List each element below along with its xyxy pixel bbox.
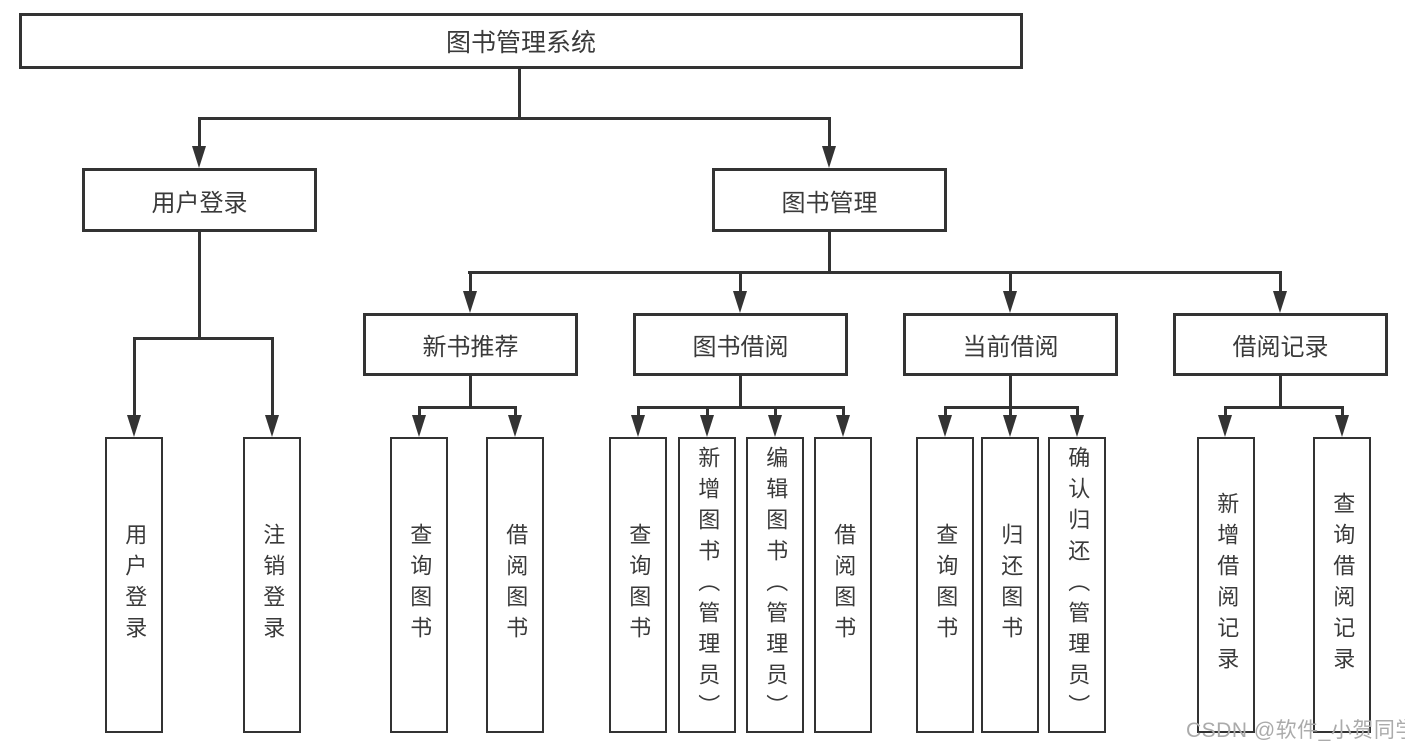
arrow-down-icon <box>1003 291 1017 313</box>
connector-drop <box>637 406 640 418</box>
connector-level2-rail <box>198 117 831 120</box>
arrow-down-icon <box>822 146 836 168</box>
leaf-label: 借阅图书 <box>831 523 857 647</box>
connector-drop-new-book <box>469 271 472 297</box>
arrow-down-icon <box>700 415 714 437</box>
connector-stem <box>1009 374 1012 408</box>
leaf-query-books-current: 查询图书 <box>916 437 974 733</box>
connector-user-login-stem <box>198 230 201 340</box>
node-label: 新书推荐 <box>422 334 519 361</box>
leaf-label: 查询图书 <box>407 523 433 647</box>
arrow-down-icon <box>1070 415 1084 437</box>
connector-level3-rail <box>468 271 1282 274</box>
leaf-return-books: 归还图书 <box>981 437 1039 733</box>
leaf-label: 新增借阅记录 <box>1214 492 1240 678</box>
connector-stem <box>1279 374 1282 408</box>
connector-drop-logout-leaf <box>271 337 274 417</box>
connector-drop <box>1224 406 1227 418</box>
node-book-management: 图书管理 <box>712 168 947 232</box>
arrow-down-icon <box>412 415 426 437</box>
node-label: 用户登录 <box>151 189 248 217</box>
leaf-label: 注销登录 <box>260 523 286 647</box>
connector-drop-user-login <box>198 117 201 160</box>
connector-stem <box>739 374 742 408</box>
arrow-down-icon <box>1218 415 1232 437</box>
leaf-edit-books-admin: 编辑图书（管理员） <box>746 437 804 733</box>
connector-drop <box>1076 406 1079 418</box>
connector-drop <box>944 406 947 418</box>
node-label: 借阅记录 <box>1232 334 1329 361</box>
leaf-label: 借阅图书 <box>503 523 529 647</box>
connector-rail <box>418 406 517 409</box>
connector-drop-book-borrow <box>739 271 742 297</box>
leaf-borrow-books: 借阅图书 <box>814 437 872 733</box>
leaf-label: 编辑图书（管理员） <box>763 445 789 725</box>
connector-drop <box>1341 406 1344 418</box>
arrow-down-icon <box>192 146 206 168</box>
leaf-logout: 注销登录 <box>243 437 301 733</box>
csdn-watermark: CSDN @软件_小贺同学 <box>1186 719 1405 742</box>
connector-rail <box>1224 406 1344 409</box>
leaf-label: 查询图书 <box>626 523 652 647</box>
leaf-label: 查询图书 <box>933 523 959 647</box>
leaf-query-books-borrowing: 查询图书 <box>609 437 667 733</box>
arrow-down-icon <box>463 291 477 313</box>
arrow-down-icon <box>1003 415 1017 437</box>
leaf-label: 查询借阅记录 <box>1330 492 1356 678</box>
leaf-label: 新增图书（管理员） <box>695 445 721 725</box>
leaf-label: 确认归还（管理员） <box>1065 445 1091 725</box>
arrow-down-icon <box>836 415 850 437</box>
connector-drop <box>514 406 517 418</box>
connector-drop <box>418 406 421 418</box>
connector-drop <box>1009 406 1012 418</box>
connector-drop-book-mgmt <box>828 117 831 160</box>
node-label: 图书借阅 <box>692 334 789 361</box>
connector-drop <box>842 406 845 418</box>
leaf-add-books-admin: 新增图书（管理员） <box>678 437 736 733</box>
arrow-down-icon <box>1273 291 1287 313</box>
leaf-add-borrow-record: 新增借阅记录 <box>1197 437 1255 733</box>
node-book-borrowing: 图书借阅 <box>633 313 848 376</box>
node-borrowing-records: 借阅记录 <box>1173 313 1388 376</box>
node-label: 当前借阅 <box>962 334 1059 361</box>
leaf-user-login: 用户登录 <box>105 437 163 733</box>
leaf-borrow-books-recommend: 借阅图书 <box>486 437 544 733</box>
arrow-down-icon <box>508 415 522 437</box>
arrow-down-icon <box>768 415 782 437</box>
node-new-book-recommend: 新书推荐 <box>363 313 578 376</box>
arrow-down-icon <box>1335 415 1349 437</box>
node-library-management-system: 图书管理系统 <box>19 13 1023 69</box>
connector-stem <box>469 374 472 408</box>
node-label: 图书管理系统 <box>445 29 596 57</box>
node-label: 图书管理 <box>781 189 878 217</box>
arrow-down-icon <box>265 415 279 437</box>
node-user-login: 用户登录 <box>82 168 317 232</box>
node-current-borrowing: 当前借阅 <box>903 313 1118 376</box>
arrow-down-icon <box>127 415 141 437</box>
leaf-confirm-return-admin: 确认归还（管理员） <box>1048 437 1106 733</box>
connector-drop <box>706 406 709 418</box>
arrow-down-icon <box>631 415 645 437</box>
connector-drop-login-leaf <box>133 337 136 417</box>
connector-drop-current-borrow <box>1009 271 1012 297</box>
connector-drop <box>774 406 777 418</box>
leaf-query-borrow-record: 查询借阅记录 <box>1313 437 1371 733</box>
connector-drop-borrow-record <box>1279 271 1282 297</box>
connector-root-stem <box>518 66 521 120</box>
arrow-down-icon <box>938 415 952 437</box>
connector-user-login-rail <box>133 337 274 340</box>
leaf-label: 归还图书 <box>998 523 1024 647</box>
connector-book-mgmt-stem <box>828 230 831 274</box>
arrow-down-icon <box>733 291 747 313</box>
connector-rail <box>637 406 845 409</box>
leaf-label: 用户登录 <box>122 523 148 647</box>
leaf-query-books-recommend: 查询图书 <box>390 437 448 733</box>
